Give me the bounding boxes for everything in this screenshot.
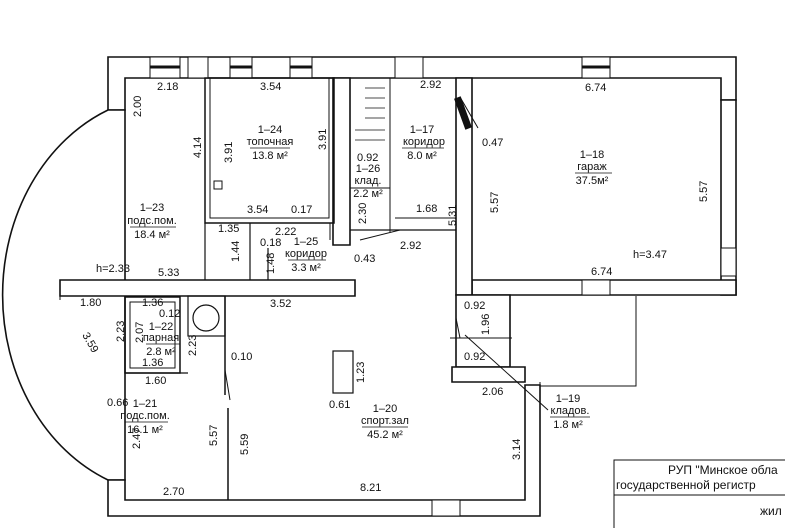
room-1-18-area: 37.5м²	[576, 175, 609, 187]
dim-1-36-top: 1.36	[142, 297, 163, 309]
dim-3-54-bottom: 3.54	[247, 204, 268, 216]
room-1-18-num: 1–18	[580, 149, 604, 161]
dim-1-68: 1.68	[416, 203, 437, 215]
dim-1-36-bottom: 1.36	[142, 357, 163, 369]
dim-1-96: 1.96	[480, 314, 492, 335]
dim-2-18: 2.18	[157, 81, 178, 93]
dim-6-74-top: 6.74	[585, 82, 606, 94]
stamp-line-3: жил	[760, 504, 782, 518]
dim-2-06: 2.06	[482, 386, 503, 398]
dim-0-61: 0.61	[329, 399, 350, 411]
dim-1-35: 1.35	[218, 223, 239, 235]
dim-0-17: 0.17	[291, 204, 312, 216]
room-1-24-num: 1–24	[258, 124, 282, 136]
dim-h-2-33: h=2.33	[96, 263, 130, 275]
room-1-19-name: кладов.	[551, 405, 590, 417]
room-1-23-num: 1–23	[140, 202, 164, 214]
room-1-23-area: 18.4 м²	[134, 229, 170, 241]
dim-2-92-mid: 2.92	[400, 240, 421, 252]
dim-h-3-47: h=3.47	[633, 249, 667, 261]
dim-1-44: 1.44	[230, 241, 242, 262]
dimension-labels: 2.18 3.54 2.92 6.74 2.00 4.14 3.91 3.91 …	[79, 79, 710, 498]
dim-0-92-closet-top: 0.92	[464, 300, 485, 312]
dim-5-57-left: 5.57	[489, 192, 501, 213]
dim-2-00: 2.00	[132, 96, 144, 117]
dim-0-12: 0.12	[159, 308, 180, 320]
room-1-17-area: 8.0 м²	[407, 150, 437, 162]
dim-1-80: 1.80	[80, 297, 101, 309]
dim-5-59: 5.59	[239, 434, 251, 455]
room-1-23-name: подс.пом.	[127, 215, 177, 227]
dim-2-70: 2.70	[163, 486, 184, 498]
stamp-line-1: РУП "Минское обла	[668, 463, 778, 477]
room-1-24-area: 13.8 м²	[252, 150, 288, 162]
dim-5-57-lower: 5.57	[208, 425, 220, 446]
dim-2-47: 2.47	[131, 428, 143, 449]
dim-5-33: 5.33	[158, 267, 179, 279]
dim-0-10: 0.10	[231, 351, 252, 363]
dim-1-48: 1.48	[265, 253, 277, 274]
room-labels: 1–24 топочная 13.8 м² 1–17 коридор 8.0 м…	[120, 124, 608, 441]
dim-2-22: 2.22	[275, 226, 296, 238]
dim-3-52: 3.52	[270, 298, 291, 310]
dim-1-23: 1.23	[355, 362, 367, 383]
room-1-24-name: топочная	[247, 136, 294, 148]
room-1-19-area: 1.8 м²	[553, 419, 583, 431]
dim-0-66: 0.66	[107, 397, 128, 409]
dim-0-43: 0.43	[354, 253, 375, 265]
dim-1-60: 1.60	[145, 375, 166, 387]
room-1-26-area: 2.2 м²	[353, 188, 383, 200]
room-1-21-name: подс.пом.	[120, 410, 170, 422]
dim-2-23-left: 2.23	[115, 321, 127, 342]
room-1-17-name: коридор	[403, 136, 445, 148]
dim-3-91-left: 3.91	[223, 142, 235, 163]
dim-3-14: 3.14	[511, 439, 523, 460]
stamp-line-2: государственной регистр	[616, 478, 756, 492]
dim-2-23-right: 2.23	[187, 335, 199, 356]
room-1-25-name: коридор	[285, 248, 327, 260]
room-1-19-num: 1–19	[556, 393, 580, 405]
dim-3-91-right: 3.91	[317, 129, 329, 150]
room-1-22-num: 1–22	[149, 321, 173, 333]
dim-2-07: 2.07	[134, 322, 146, 343]
dim-5-57-right: 5.57	[698, 181, 710, 202]
dim-2-92-top: 2.92	[420, 79, 441, 91]
door-swings	[59, 96, 549, 411]
title-stamp: РУП "Минское обла государственной регист…	[613, 459, 785, 528]
partitions	[124, 77, 512, 500]
room-1-18-name: гараж	[577, 161, 607, 173]
room-1-25-area: 3.3 м²	[291, 262, 321, 274]
dim-0-47: 0.47	[482, 137, 503, 149]
room-1-25-num: 1–25	[294, 236, 318, 248]
room-1-21-num: 1–21	[133, 398, 157, 410]
room-1-21-area: 16.1 м²	[127, 424, 163, 436]
room-1-22-name: парная	[143, 332, 179, 344]
room-1-20-num: 1–20	[373, 403, 397, 415]
dim-0-92-klad: 0.92	[357, 152, 378, 164]
room-1-20-area: 45.2 м²	[367, 429, 403, 441]
room-1-22-area: 2.8 м²	[146, 346, 176, 358]
room-1-26-num: 1–26	[356, 163, 380, 175]
dim-4-14: 4.14	[192, 137, 204, 158]
room-1-17-num: 1–17	[410, 124, 434, 136]
room-underlines	[125, 147, 612, 428]
dim-3-54-top: 3.54	[260, 81, 281, 93]
dim-0-18: 0.18	[260, 237, 281, 249]
room-1-20-name: спорт.зал	[361, 415, 409, 427]
dim-6-74-bottom: 6.74	[591, 266, 612, 278]
dim-2-30: 2.30	[357, 203, 369, 224]
windows	[149, 56, 737, 517]
dim-5-31: 5.31	[447, 205, 459, 226]
dim-0-92-closet-bottom: 0.92	[464, 351, 485, 363]
outer-walls	[1, 56, 737, 517]
room-1-26-name: клад.	[355, 175, 382, 187]
dim-8-21: 8.21	[360, 482, 381, 494]
